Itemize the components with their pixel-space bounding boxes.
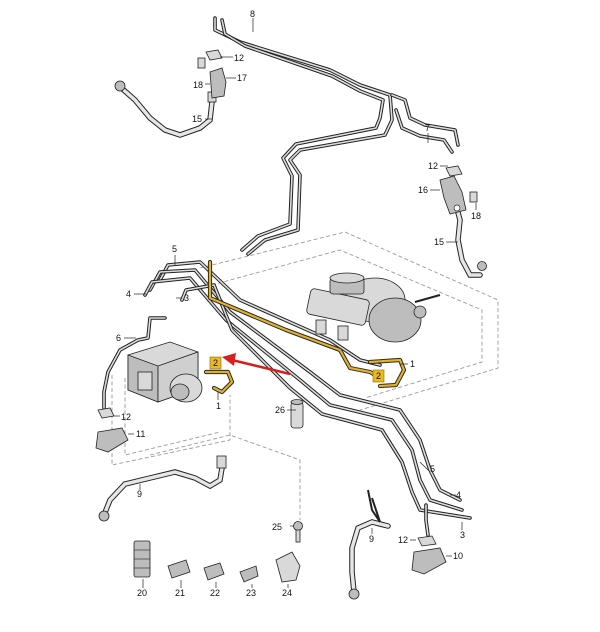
- brake-hose-15-right: [453, 202, 487, 278]
- callout-4: 4: [456, 490, 461, 500]
- callout-4: 4: [126, 289, 131, 299]
- brake-pipe-2-segment-b-core: [204, 370, 234, 394]
- brake-pipe-2-segment-a-core: [208, 260, 382, 380]
- red-pointer-arrow: [222, 353, 291, 376]
- bracket-11: [95, 427, 129, 453]
- callout-1: 1: [410, 359, 415, 369]
- callout-18: 18: [471, 211, 481, 221]
- callout-12: 12: [234, 53, 244, 63]
- callout-5: 5: [430, 464, 435, 474]
- callout-leader-lines: [114, 18, 477, 588]
- callout-2: 2: [213, 358, 218, 368]
- brake-hose-9-left: [98, 455, 227, 522]
- installation-frame-engine: [199, 231, 499, 411]
- callout-18: 18: [193, 80, 203, 90]
- callout-12: 12: [121, 412, 131, 422]
- brake-pipe-2-segment-c-core: [368, 358, 406, 388]
- brake-pipe-7-core: [391, 94, 459, 146]
- installation-frame-bottom: [149, 434, 301, 520]
- abs-hydraulic-unit: [127, 341, 203, 403]
- brake-pipe-7-b-core: [395, 109, 453, 153]
- screw-25: [293, 521, 303, 543]
- callout-12: 12: [428, 161, 438, 171]
- callout-11: 11: [136, 429, 145, 439]
- brake-pipe-4-core: [144, 277, 463, 511]
- callout-12: 12: [398, 535, 408, 545]
- brake-pipe-8-b-core: [221, 19, 384, 251]
- callout-2-highlight-box: [209, 356, 222, 370]
- callout-15: 15: [434, 237, 444, 247]
- callout-21: 21: [175, 588, 185, 598]
- callout-26: 26: [275, 405, 285, 415]
- brake-hose-9-right: [348, 489, 391, 600]
- brake-pipe-6-core: [103, 317, 166, 409]
- callout-20: 20: [137, 588, 147, 598]
- callout-8: 8: [250, 9, 255, 19]
- callout-2-highlight-box-right: [372, 369, 385, 383]
- callout-3: 3: [184, 293, 189, 303]
- bracket-10: [411, 547, 447, 575]
- clip-18-top: [197, 57, 206, 69]
- installation-frame-abs: [111, 375, 231, 466]
- callout-numbers: 8 12 17 18 15 7 12 16 18 15 5 4 3 6 2 2 …: [116, 9, 481, 598]
- callout-22: 22: [210, 588, 220, 598]
- part-22-clip: [203, 562, 225, 581]
- clip-18-right: [469, 191, 478, 203]
- brake-servo-master-cylinder: [306, 272, 441, 343]
- brake-pipe-2-highlighted: [203, 259, 407, 395]
- part-21-clip: [167, 559, 191, 579]
- brake-pipe-7-b: [394, 108, 454, 154]
- callout-10: 10: [453, 551, 463, 561]
- callout-6: 6: [116, 333, 121, 343]
- brake-pipe-5-lower-core: [149, 269, 461, 501]
- clip-12-top: [205, 49, 223, 61]
- callout-24: 24: [282, 588, 292, 598]
- callout-25: 25: [272, 522, 282, 532]
- bracket-16: [439, 175, 467, 215]
- part-20-clip-strip: [133, 540, 151, 578]
- callout-23: 23: [246, 588, 256, 598]
- bracket-17: [209, 67, 227, 99]
- callout-9: 9: [137, 489, 142, 499]
- part-24-holder: [275, 551, 301, 583]
- callout-17: 17: [237, 73, 247, 83]
- callout-2: 2: [376, 371, 381, 381]
- part-23-clip: [239, 565, 259, 583]
- callout-15: 15: [192, 114, 202, 124]
- brake-pipe-8-b: [220, 18, 385, 252]
- callout-9: 9: [369, 534, 374, 544]
- clip-12-right: [445, 165, 463, 177]
- brake-pipe-3-core: [181, 284, 471, 519]
- brake-pipe-bundle: [102, 16, 472, 537]
- brake-pipe-3-down-core: [425, 504, 429, 536]
- sleeve-26: [290, 399, 304, 429]
- brake-pipe-8-core: [214, 17, 393, 255]
- clip-12-bottom: [417, 535, 437, 547]
- callout-1: 1: [216, 401, 221, 411]
- callout-7: 7: [425, 123, 430, 133]
- callout-16: 16: [418, 185, 428, 195]
- callout-5: 5: [172, 244, 177, 254]
- brake-pipe-5-upper-core: [159, 261, 381, 366]
- callout-3: 3: [460, 530, 465, 540]
